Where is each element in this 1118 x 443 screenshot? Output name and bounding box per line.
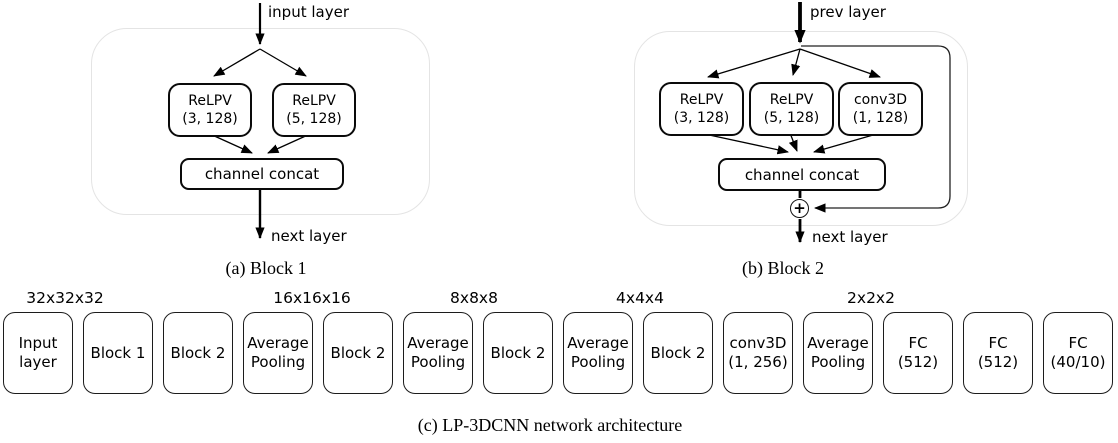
stage-label-line: Pooling [250, 353, 306, 371]
concat-label: channel concat [744, 165, 860, 184]
skip-connection [801, 45, 951, 213]
stage-avg-pooling: Average Pooling [803, 312, 873, 394]
stage-label-line: layer [19, 353, 57, 371]
block1-node-relpv5: ReLPV (5, 128) [272, 83, 356, 137]
elementwise-sum-icon: + [790, 199, 809, 218]
stage-label-line: Block 2 [170, 343, 226, 362]
block2-arrows [699, 2, 951, 243]
dim-label-32: 32x32x32 [26, 289, 104, 307]
stage-label-line: (512) [897, 353, 939, 371]
stage-label-line: (512) [977, 353, 1019, 371]
stage-label-line: (1, 256) [728, 353, 788, 371]
block2-channel-concat: channel concat [718, 158, 886, 191]
stage-label-line: Block 2 [490, 343, 546, 362]
stage-conv3d: conv3D (1, 256) [723, 312, 793, 394]
block2-output-label: next layer [812, 228, 888, 246]
stage-label-line: FC [988, 334, 1008, 352]
stage-input-layer: Input layer [3, 312, 73, 394]
dim-label-2: 2x2x2 [847, 289, 895, 307]
node-label-line: (3, 128) [673, 110, 730, 126]
stage-avg-pooling: Average Pooling [403, 312, 473, 394]
stage-block1: Block 1 [83, 312, 153, 394]
block1-arrows [209, 3, 311, 239]
node-label-line: ReLPV [679, 92, 724, 108]
stage-label-line: Pooling [570, 353, 626, 371]
node-label-line: ReLPV [769, 92, 814, 108]
stage-block2: Block 2 [163, 312, 233, 394]
stage-label-line: Pooling [410, 353, 466, 371]
block2-node-relpv5: ReLPV (5, 128) [749, 82, 834, 136]
block2-input-label: prev layer [810, 3, 886, 21]
node-label-line: (5, 128) [286, 111, 342, 127]
stage-label-line: Average [247, 334, 309, 352]
stage-label-line: Average [567, 334, 629, 352]
stage-fc-512: FC (512) [963, 312, 1033, 394]
concat-label: channel concat [204, 165, 320, 183]
caption-b: (b) Block 2 [742, 258, 824, 278]
stage-label-line: Block 1 [90, 343, 146, 362]
stage-label-line: Block 2 [650, 343, 706, 362]
stage-label-line: Pooling [810, 353, 866, 371]
dim-label-8: 8x8x8 [450, 289, 498, 307]
node-label-line: (3, 128) [182, 111, 238, 127]
stage-avg-pooling: Average Pooling [243, 312, 313, 394]
stage-fc-output: FC (40/10) [1043, 312, 1113, 394]
stage-label-line: Block 2 [330, 343, 386, 362]
stage-label-line: FC [908, 334, 928, 352]
stage-avg-pooling: Average Pooling [563, 312, 633, 394]
caption-a: (a) Block 1 [225, 258, 307, 278]
dim-label-16: 16x16x16 [273, 289, 351, 307]
stage-label-line: (40/10) [1050, 353, 1106, 371]
stage-block2: Block 2 [643, 312, 713, 394]
stage-label-line: Input [18, 334, 58, 352]
node-label-line: (5, 128) [763, 110, 820, 126]
stage-label-line: Average [807, 334, 869, 352]
block2-node-conv3d: conv3D (1, 128) [838, 82, 923, 136]
node-label-line: conv3D [853, 92, 908, 108]
dim-label-4: 4x4x4 [616, 289, 664, 307]
node-label-line: (1, 128) [852, 110, 909, 126]
node-label-line: ReLPV [292, 93, 336, 109]
block1-channel-concat: channel concat [180, 158, 344, 190]
node-label-line: ReLPV [188, 93, 232, 109]
block1-input-label: input layer [268, 3, 349, 21]
stage-label-line: FC [1068, 334, 1088, 352]
stage-block2: Block 2 [483, 312, 553, 394]
stage-fc-512: FC (512) [883, 312, 953, 394]
block2-node-relpv3: ReLPV (3, 128) [659, 82, 744, 136]
block1-output-label: next layer [271, 227, 347, 245]
block1-node-relpv3: ReLPV (3, 128) [168, 83, 252, 137]
stage-block2: Block 2 [323, 312, 393, 394]
stage-label-line: Average [407, 334, 469, 352]
stage-label-line: conv3D [729, 334, 787, 352]
caption-c: (c) LP-3DCNN network architecture [417, 415, 683, 435]
